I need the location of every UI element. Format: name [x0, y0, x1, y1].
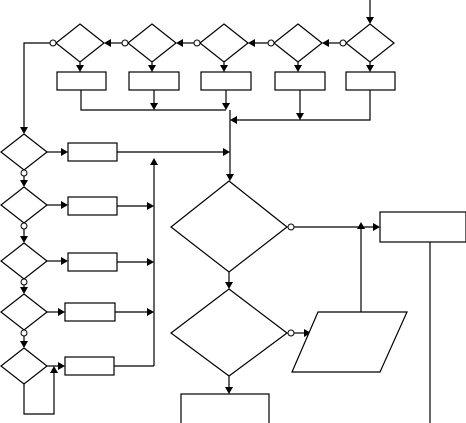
main-trunk-arrowhead — [226, 174, 234, 181]
left-p2-out-arrowhead — [147, 202, 154, 210]
top-process-1 — [56, 71, 107, 91]
top-p5-merge-arrowhead — [230, 116, 237, 124]
top-decision-1 — [55, 23, 105, 63]
left-d2-d3-arrowhead — [20, 236, 28, 243]
top-d1-p1-arrowhead — [76, 65, 84, 72]
left-d4-p4-arrowhead — [58, 308, 65, 316]
top-decision-5-port — [339, 39, 347, 47]
top-d2-p2-arrowhead — [148, 65, 156, 72]
left-process-3 — [67, 252, 118, 272]
top-process-3 — [200, 71, 252, 91]
top-p2-merge-arrowhead — [150, 103, 158, 110]
main-d1-right-arrowhead — [373, 223, 380, 231]
top-arrowhead-5-4 — [322, 39, 329, 47]
left-decision-3-port — [20, 278, 28, 286]
top-d4-p4-arrowhead — [294, 65, 302, 72]
top-process-5 — [345, 71, 396, 91]
top-to-left-arrowhead — [20, 127, 28, 134]
left-p3-out-arrowhead — [147, 258, 154, 266]
top-p3-down-arrowhead — [222, 103, 230, 110]
main-decision-1 — [170, 180, 288, 273]
top-decision-1-port — [49, 39, 57, 47]
main-decision-2 — [169, 288, 289, 377]
right-process — [379, 211, 466, 243]
left-decision-1-port — [20, 169, 28, 177]
main-d2-down-arrowhead — [225, 387, 233, 394]
left-process-1 — [67, 142, 118, 162]
left-decision-4 — [0, 293, 48, 331]
top-decision-4-port — [267, 39, 275, 47]
top-d3-p3-arrowhead — [220, 65, 228, 72]
left-decision-3 — [0, 242, 48, 280]
main-d1-d2-arrowhead — [225, 282, 233, 289]
left-process-5 — [64, 356, 115, 376]
left-decision-2-port — [20, 222, 28, 230]
left-process-2 — [67, 196, 118, 216]
left-decision-4-port — [20, 329, 28, 337]
left-d5-loop-arrowhead — [50, 366, 58, 373]
left-p1-out-arrowhead — [223, 148, 230, 156]
left-decision-5 — [0, 347, 48, 385]
top-decision-5 — [345, 23, 395, 63]
left-d2-p2-arrowhead — [61, 201, 68, 209]
left-process-4 — [64, 302, 116, 322]
top-decision-4 — [273, 23, 323, 63]
top-decision-2 — [127, 23, 177, 63]
left-d5-loop-connector — [23, 372, 55, 415]
left-d1-d2-arrowhead — [20, 180, 28, 187]
entry-arrowhead — [366, 17, 374, 24]
top-arrowhead-4-3 — [248, 39, 255, 47]
left-decision-1 — [0, 133, 48, 171]
left-d3-d4-arrowhead — [20, 287, 28, 294]
top-process-4 — [274, 71, 326, 91]
left-d3-p3-arrowhead — [61, 257, 68, 265]
data-io — [291, 311, 408, 373]
top-decision-3-port — [193, 39, 201, 47]
left-d5-p5-arrowhead — [58, 362, 65, 370]
left-d4-d5-arrowhead — [20, 341, 28, 348]
top-process-2 — [128, 71, 180, 91]
top-p4-down-arrowhead — [296, 113, 304, 120]
top-decision-2-port — [121, 39, 129, 47]
top-p1-merge-connector — [80, 90, 226, 111]
left-p4-out-arrowhead — [147, 308, 154, 316]
left-d1-p1-arrowhead — [61, 148, 68, 156]
top-decision-3 — [199, 23, 249, 63]
top-p5-merge-connector — [236, 90, 371, 121]
top-d5-p5-arrowhead — [366, 65, 374, 72]
top-to-left-connector — [23, 42, 50, 128]
data-io-up-arrowhead — [357, 222, 365, 229]
bottom-process — [180, 393, 270, 423]
main-decision-2-port — [287, 329, 295, 337]
top-arrowhead-3-2 — [176, 39, 183, 47]
top-arrowhead-2-1 — [104, 39, 111, 47]
main-d2-right-arrowhead — [304, 329, 311, 337]
left-decision-2 — [0, 186, 48, 224]
main-decision-1-port — [287, 223, 295, 231]
left-collector-arrowhead — [150, 158, 158, 165]
